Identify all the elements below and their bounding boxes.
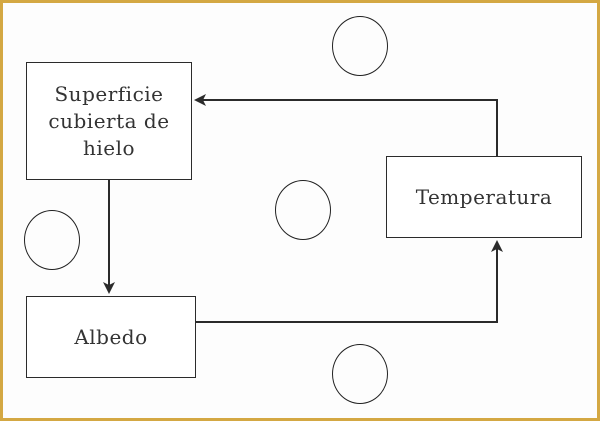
node-superficie-cubierta-de-hielo: Superficie cubierta de hielo	[26, 62, 192, 180]
blank-circle-center	[275, 180, 331, 240]
arrow-temperatura-to-superficie	[194, 94, 498, 156]
blank-circle-bottom	[332, 344, 388, 404]
blank-circle-left	[24, 210, 80, 270]
node-label: Temperatura	[415, 184, 553, 209]
node-label: Superficie cubierta de hielo	[48, 81, 170, 160]
node-albedo: Albedo	[26, 296, 196, 378]
node-label: Albedo	[74, 324, 148, 349]
arrow-albedo-to-temperatura	[196, 240, 503, 323]
blank-circle-top	[332, 16, 388, 76]
node-temperatura: Temperatura	[386, 156, 582, 238]
